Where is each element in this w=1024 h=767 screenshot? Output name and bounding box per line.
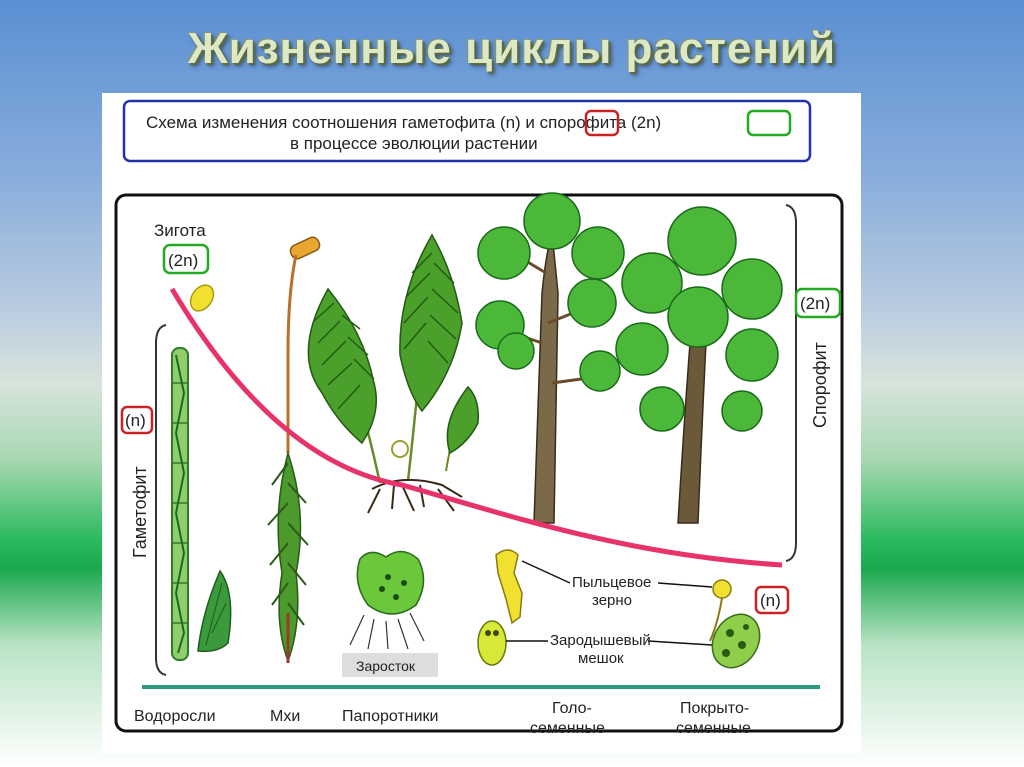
slide-title: Жизненные циклы растений [187, 24, 837, 73]
gametophyte-bracket [155, 324, 167, 676]
zygote-ploidy: (2n) [168, 251, 198, 270]
caption-box [122, 99, 812, 163]
zygote-label: Зигота [154, 221, 206, 240]
group-label-algae: Водоросли [134, 708, 216, 725]
pollen-label-line1: Пыльцевое [572, 574, 651, 591]
gametophyte-ploidy: (n) [125, 411, 146, 430]
zygote-ploidy-box [162, 243, 210, 275]
caption-line-2: в процессе эволюции растении [290, 134, 538, 153]
life-cycle-diagram: Схема изменения соотношения гаметофита (… [102, 93, 861, 753]
sporophyte-ploidy-box [794, 287, 842, 319]
group-label-angiosperms-2: семенные [676, 720, 751, 737]
angiosperm-ploidy: (n) [760, 591, 781, 610]
group-label-ferns: Папоротники [342, 708, 438, 725]
group-label-gymnosperms-2: семенные [530, 720, 605, 737]
fern-illustration [307, 233, 480, 514]
sporophyte-ratio-curve [169, 287, 783, 568]
caption-line-1: Схема изменения соотношения гаметофита (… [146, 113, 661, 132]
sporophyte-label: Спорофит [810, 342, 830, 428]
angiosperm-embryo-sac [711, 613, 761, 669]
pine-illustration [475, 192, 625, 524]
gametophyte-ploidy-box [120, 405, 154, 435]
embryo-sac-pointer-right [647, 640, 713, 646]
diagram-frame [114, 193, 844, 733]
zygote-cell [189, 284, 215, 312]
prothallus-label-box [342, 653, 438, 677]
group-label-gymnosperms-1: Голо- [552, 700, 592, 717]
pollen-pointer-right [657, 582, 713, 588]
algae-illustration [171, 347, 232, 661]
pollen-label-line2: зерно [592, 592, 632, 609]
caption-n-marker [584, 109, 620, 137]
oak-illustration [615, 206, 783, 524]
sporophyte-bracket [785, 204, 797, 562]
caption-2n-marker [746, 109, 792, 137]
group-label-mosses: Мхи [270, 708, 300, 725]
angiosperm-pollen-grain [709, 579, 732, 642]
sporophyte-ploidy: (2n) [800, 294, 830, 313]
gymnosperm-embryo-sac [477, 620, 507, 666]
moss-illustration [267, 236, 321, 664]
pollen-pointer-left [521, 560, 571, 584]
angiosperm-ploidy-box [754, 585, 790, 615]
embryo-sac-label-line2: мешок [578, 650, 624, 667]
gymnosperm-pollen-grain [495, 549, 523, 625]
embryo-sac-label-line1: Зародышевый [550, 632, 651, 649]
gametophyte-label: Гаметофит [130, 466, 150, 558]
group-label-angiosperms-1: Покрыто- [680, 700, 749, 717]
prothallus-illustration [349, 550, 425, 650]
prothallus-label: Заросток [356, 658, 416, 674]
